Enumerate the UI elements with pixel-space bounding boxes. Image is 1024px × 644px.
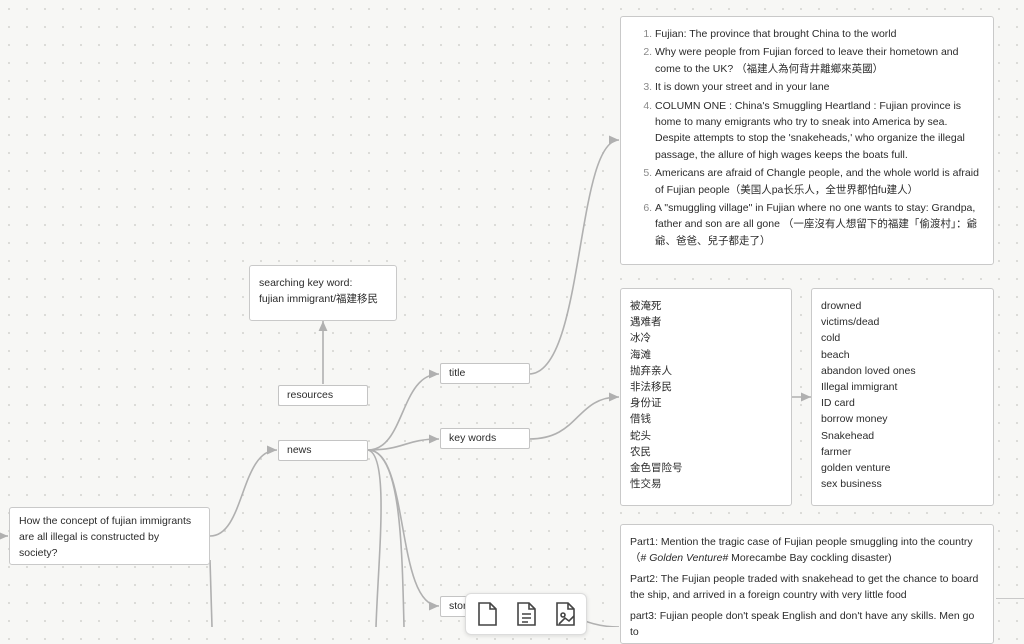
keyword-zh: 性交易 bbox=[630, 478, 662, 491]
title-item: COLUMN ONE : China's Smuggling Heartland… bbox=[655, 98, 984, 164]
keyword-zh: 抛弃亲人 bbox=[630, 364, 672, 377]
edge-news-down-2 bbox=[367, 449, 382, 627]
title-item: Why were people from Fujian forced to le… bbox=[655, 44, 984, 77]
titles-list: Fujian: The province that brought China … bbox=[630, 26, 984, 249]
image-document-icon[interactable] bbox=[552, 600, 578, 628]
keyword-en: victims/dead bbox=[821, 316, 880, 329]
keyword-en: farmer bbox=[821, 445, 852, 458]
titles-list-card[interactable]: Fujian: The province that brought China … bbox=[620, 16, 994, 265]
keyword-en: beach bbox=[821, 348, 850, 361]
story-part-2: Part2: The Fujian people traded with sna… bbox=[630, 573, 979, 601]
title-item: Fujian: The province that brought China … bbox=[655, 26, 984, 42]
title-item: Americans are afraid of Changle people, … bbox=[655, 165, 984, 198]
offscreen-card-edge bbox=[996, 598, 1024, 604]
keyword-zh: 借钱 bbox=[630, 413, 651, 426]
keywords-zh-card[interactable]: 被淹死 遇难者 冰冷 海滩 抛弃亲人 非法移民 身份证 借钱 蛇头 农民 金色冒… bbox=[620, 288, 792, 506]
keyword-en: drowned bbox=[821, 300, 862, 312]
blank-page-icon[interactable] bbox=[474, 600, 500, 628]
story-parts-card[interactable]: Part1: Mention the tragic case of Fujian… bbox=[620, 524, 994, 644]
keyword-en: ID card bbox=[821, 397, 855, 410]
keyword-zh: 非法移民 bbox=[630, 381, 672, 394]
keyword-en: Illegal immigrant bbox=[821, 381, 898, 394]
edge-root-down bbox=[209, 559, 213, 627]
keyword-en: borrow money bbox=[821, 413, 888, 426]
keyword-en: abandon loved ones bbox=[821, 364, 916, 377]
keyword-en: sex business bbox=[821, 478, 882, 491]
search-keyword-card[interactable]: searching key word: fujian immigrant/福建移… bbox=[249, 265, 397, 321]
edge-root-news bbox=[209, 445, 278, 537]
keyword-en: golden venture bbox=[821, 462, 891, 475]
root-question-line: society? bbox=[19, 547, 58, 559]
title-node[interactable]: title bbox=[440, 363, 530, 384]
keyword-zh: 遇难者 bbox=[630, 316, 662, 329]
root-question-line: How the concept of fujian immigrants bbox=[19, 515, 192, 527]
keywords-en-card[interactable]: drowned victims/dead cold beach abandon … bbox=[811, 288, 994, 506]
resources-node[interactable]: resources bbox=[278, 385, 368, 406]
edge-keywords-zh bbox=[528, 392, 620, 440]
edge-title-list bbox=[528, 135, 620, 375]
keyword-en: cold bbox=[821, 332, 841, 345]
edge-news-keywords bbox=[367, 434, 440, 451]
title-item: A "smuggling village" in Fujian where no… bbox=[655, 200, 984, 249]
search-keyword-value: fujian immigrant/福建移民 bbox=[259, 293, 379, 305]
title-item: It is down your street and in your lane bbox=[655, 79, 984, 95]
key-words-node[interactable]: key words bbox=[440, 428, 530, 449]
keyword-zh: 农民 bbox=[630, 445, 651, 458]
news-node[interactable]: news bbox=[278, 440, 368, 461]
keyword-zh: 冰冷 bbox=[630, 332, 651, 345]
keyword-zh: 被淹死 bbox=[630, 300, 662, 312]
edge-news-down-1 bbox=[367, 449, 405, 627]
add-card-toolbar bbox=[465, 593, 587, 635]
search-keyword-label: searching key word: bbox=[259, 277, 353, 289]
story-part-3: part3: Fujian people don't speak English… bbox=[630, 610, 975, 638]
root-question-line: are all illegal is constructed by bbox=[19, 531, 160, 543]
keyword-en: Snakehead bbox=[821, 429, 875, 442]
root-question-card[interactable]: How the concept of fujian immigrants are… bbox=[9, 507, 210, 565]
text-document-icon[interactable] bbox=[513, 600, 539, 628]
keyword-zh: 身份证 bbox=[630, 397, 662, 410]
keyword-zh: 海滩 bbox=[630, 348, 651, 361]
keyword-zh: 蛇头 bbox=[630, 429, 651, 442]
story-part-1: Part1: Mention the tragic case of Fujian… bbox=[630, 536, 973, 564]
keyword-zh: 金色冒险号 bbox=[630, 462, 683, 475]
edge-news-title bbox=[367, 369, 440, 451]
